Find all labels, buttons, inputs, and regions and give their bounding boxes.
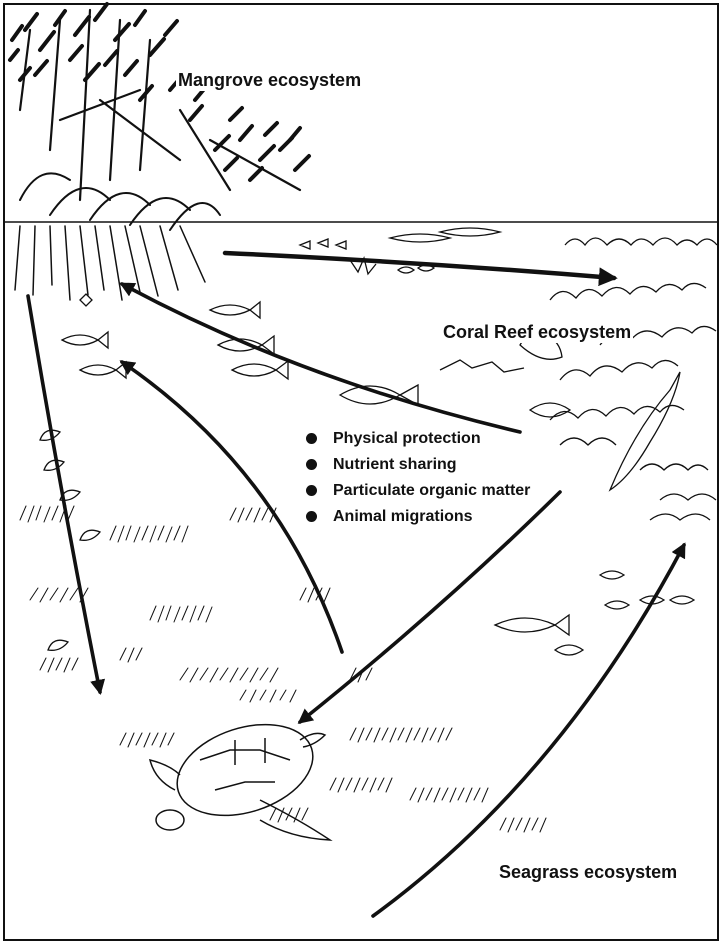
sea-turtle-illustration [150, 708, 330, 840]
linkage-bullet-list: Physical protection Nutrient sharing Par… [300, 426, 530, 530]
arrow-mangrove-to-reef [225, 253, 614, 278]
linkage-item: Animal migrations [300, 504, 530, 530]
arrow-mangrove-to-seagrass [28, 296, 100, 692]
coral-reef-ecosystem-label: Coral Reef ecosystem [441, 322, 633, 343]
seagrass-ecosystem-label: Seagrass ecosystem [497, 862, 679, 883]
mangrove-ecosystem-label: Mangrove ecosystem [176, 70, 363, 91]
linkage-item: Physical protection [300, 426, 530, 452]
arrow-seagrass-to-reef [373, 545, 684, 916]
seagrass-beds-illustration [20, 506, 546, 832]
linkage-item: Particulate organic matter [300, 478, 530, 504]
exchange-arrows [28, 253, 684, 916]
linkage-item: Nutrient sharing [300, 452, 530, 478]
